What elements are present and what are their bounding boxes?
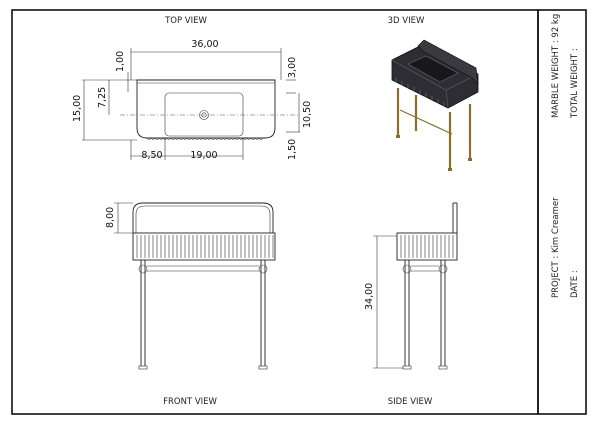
iso-foot bbox=[468, 158, 472, 161]
dim-front-offset: 1,50 bbox=[287, 139, 298, 160]
side-view-label: SIDE VIEW bbox=[388, 397, 433, 407]
iso-foot bbox=[396, 135, 400, 138]
dim-basin-width: 19,00 bbox=[190, 150, 217, 161]
front-backsplash-inner bbox=[135, 205, 271, 233]
drain-circle bbox=[199, 110, 209, 120]
dim-depth-total: 15,00 bbox=[72, 95, 83, 122]
dim-top-left-offset: 1,00 bbox=[115, 51, 126, 72]
iso-basin bbox=[407, 55, 459, 83]
front-foot bbox=[258, 365, 268, 370]
iso-backsplash bbox=[417, 39, 479, 85]
iso-view: 3D VIEW bbox=[388, 16, 479, 171]
side-leg-knob bbox=[402, 264, 412, 274]
front-foot bbox=[138, 365, 148, 370]
side-flutes bbox=[400, 235, 454, 258]
front-leg-knob bbox=[138, 264, 148, 274]
date-field: DATE : bbox=[570, 270, 580, 298]
iso-foot bbox=[448, 168, 452, 171]
front-fluted-body bbox=[132, 232, 276, 261]
dim-width: 36,00 bbox=[191, 39, 218, 50]
front-flutes bbox=[136, 235, 274, 258]
iso-view-label: 3D VIEW bbox=[388, 16, 425, 26]
dim-depth-inner: 7,25 bbox=[97, 87, 108, 108]
dim-top-right-offset: 3,00 bbox=[287, 57, 298, 78]
side-foot bbox=[438, 365, 448, 370]
fluting-edge bbox=[146, 137, 264, 140]
side-view: SIDE VIEW 34,00 bbox=[364, 202, 458, 407]
front-backsplash bbox=[132, 202, 274, 233]
side-fluted-body bbox=[396, 232, 458, 261]
iso-edge bbox=[445, 89, 449, 109]
dim-backsplash-height: 8,00 bbox=[105, 207, 116, 228]
marble-weight: MARBLE WEIGHT : 92 kg bbox=[551, 14, 561, 118]
iso-fluting bbox=[395, 78, 445, 106]
total-weight: TOTAL WEIGHT : bbox=[570, 48, 580, 119]
side-leg-knob bbox=[438, 264, 448, 274]
dim-basin-depth: 10,50 bbox=[302, 101, 313, 128]
top-view-outline bbox=[136, 79, 276, 139]
top-view: TOP VIEW 36,00 1,00 3,00 15,00 7,25 bbox=[72, 16, 313, 161]
title-block: MARBLE WEIGHT : 92 kg TOTAL WEIGHT : PRO… bbox=[551, 14, 580, 298]
top-view-label: TOP VIEW bbox=[164, 16, 207, 26]
front-view: FRONT VIEW 8,00 bbox=[105, 202, 276, 407]
project-name: PROJECT : Kim Creamer bbox=[551, 197, 561, 298]
front-leg-knob bbox=[258, 264, 268, 274]
top-view-basin bbox=[164, 92, 244, 137]
dim-leg-height: 34,00 bbox=[364, 283, 375, 310]
title-block-frame bbox=[537, 9, 587, 415]
iso-stretcher bbox=[399, 109, 453, 135]
dim-drain-x: 8,50 bbox=[141, 150, 162, 161]
side-foot bbox=[402, 365, 412, 370]
front-view-label: FRONT VIEW bbox=[163, 397, 217, 407]
